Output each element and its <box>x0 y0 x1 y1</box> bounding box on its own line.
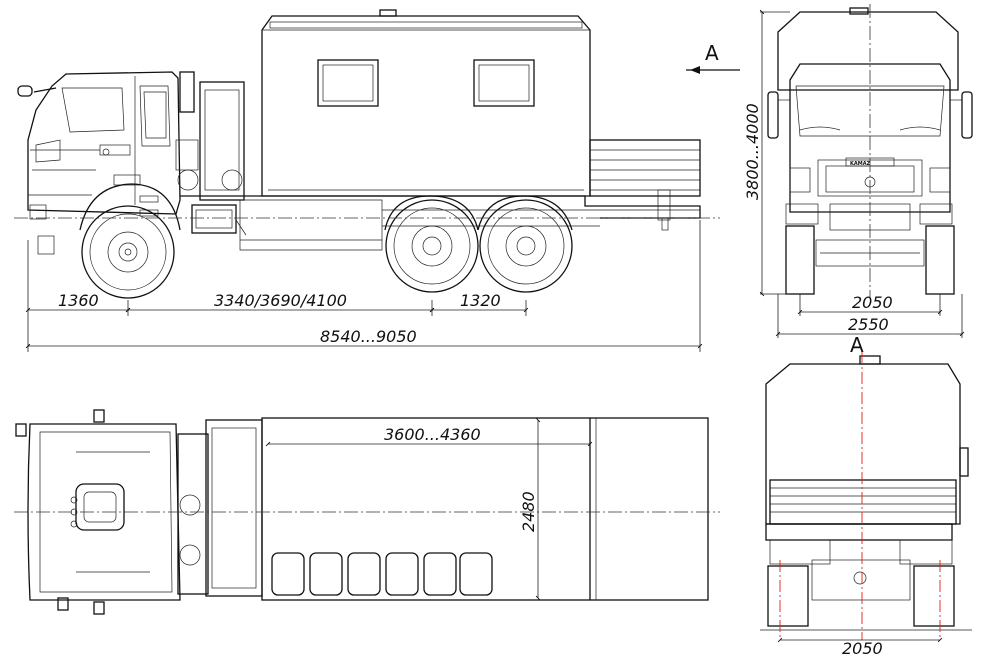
dim-overall-length: 8540...9050 <box>320 327 417 346</box>
side-equipment <box>175 71 247 236</box>
dim-rear-axle-spacing: 1320 <box>460 291 501 310</box>
dim-body-width: 2480 <box>519 491 538 532</box>
front-view: KAMAZ 3800...4000 2050 2550 <box>743 4 973 338</box>
top-view: 3600...4360 2480 <box>14 409 720 615</box>
brand-mark: KAMAZ <box>850 161 871 167</box>
dim-track-front: 2050 <box>852 293 893 312</box>
side-rear-wheels <box>384 195 573 293</box>
section-label-rear: A <box>850 333 864 357</box>
side-dimensions: 1360 3340/3690/4100 1320 8540...9050 <box>25 220 703 352</box>
dim-track-rear: 2050 <box>842 639 883 658</box>
side-view: A 1360 3340/3690/4100 1320 8540...9050 <box>14 9 740 352</box>
section-label-side: A <box>705 41 719 65</box>
dim-front-overhang: 1360 <box>58 291 99 310</box>
dim-overall-width: 2550 <box>848 315 889 334</box>
side-front-wheel <box>79 183 181 299</box>
section-mark-side: A <box>686 41 740 74</box>
dim-wheelbase: 3340/3690/4100 <box>214 291 347 310</box>
dim-height: 3800...4000 <box>743 103 762 200</box>
side-rear-platform <box>589 139 701 231</box>
side-cab <box>17 71 181 255</box>
side-body-box <box>261 9 591 197</box>
rear-view: A 2050 <box>760 333 972 658</box>
top-seats <box>271 552 493 596</box>
dim-body-length: 3600...4360 <box>384 425 481 444</box>
